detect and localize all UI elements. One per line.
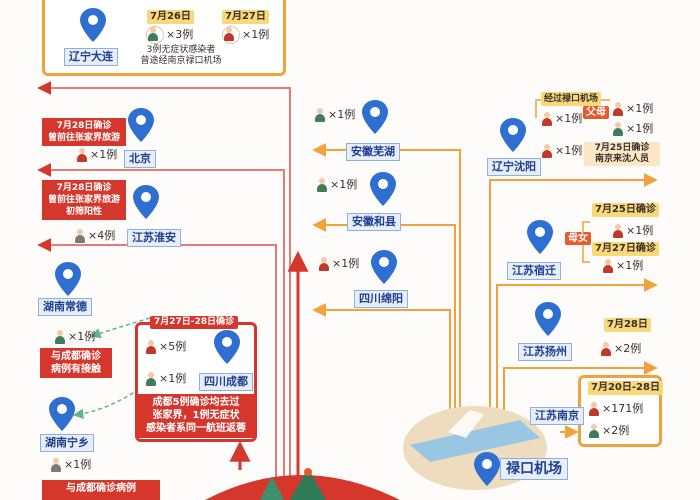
case-count: ×1例 bbox=[76, 148, 117, 162]
case-count: ×1例 bbox=[318, 257, 359, 271]
person-icon bbox=[602, 259, 614, 273]
date-badge: 7月25日确诊 bbox=[592, 203, 659, 217]
case-count: ×1例 bbox=[54, 330, 95, 344]
city-label-nanjing: 江苏南京 bbox=[530, 407, 584, 425]
map-pin-icon bbox=[535, 302, 561, 336]
chengdu-date-header: 7月27日-28日确诊 bbox=[150, 316, 239, 329]
case-count: ×171例 bbox=[588, 402, 643, 416]
case-count: ×1例 bbox=[541, 144, 582, 158]
map-pin-icon bbox=[128, 108, 154, 142]
person-icon bbox=[612, 122, 624, 136]
person-icon bbox=[600, 342, 612, 356]
map-pin-icon bbox=[371, 250, 397, 284]
case-count: ×1例 bbox=[145, 372, 186, 386]
map-pin-icon bbox=[527, 220, 553, 254]
case-count: ×1例 bbox=[50, 458, 91, 472]
person-icon bbox=[588, 402, 600, 416]
map-pin-icon bbox=[214, 330, 240, 364]
city-label-mianyang: 四川绵阳 bbox=[354, 290, 408, 308]
person-icon bbox=[318, 257, 330, 271]
case-count: ×1例 bbox=[541, 112, 582, 126]
person-icon bbox=[612, 102, 624, 116]
person-icon bbox=[54, 330, 66, 344]
case-count: ×1例 bbox=[222, 26, 269, 44]
date-badge: 7月27日确诊 bbox=[592, 242, 659, 256]
person-icon bbox=[314, 108, 326, 122]
shenyang-note: 7月25日确诊南京来沈人员 bbox=[584, 142, 660, 166]
shenyang-header: 经过禄口机场 bbox=[541, 92, 602, 106]
person-icon bbox=[50, 458, 62, 472]
map-pin-icon bbox=[474, 452, 500, 486]
map-pin-icon bbox=[55, 262, 81, 296]
case-count: ×4例 bbox=[74, 229, 115, 243]
relation-tag: 父母 bbox=[583, 106, 609, 119]
city-label-shenyang: 辽宁沈阳 bbox=[487, 158, 541, 176]
city-label-yangzhou: 江苏扬州 bbox=[518, 343, 572, 361]
case-count: ×1例 bbox=[612, 224, 653, 238]
map-pin-icon bbox=[80, 8, 106, 42]
city-label-chengdu: 四川成都 bbox=[199, 373, 253, 391]
city-label-beijing: 北京 bbox=[124, 150, 156, 168]
case-count: ×1例 bbox=[612, 122, 653, 136]
case-count: ×1例 bbox=[316, 178, 357, 192]
person-icon bbox=[146, 26, 164, 44]
city-label-changde: 湖南常德 bbox=[38, 298, 92, 316]
date-badge: 7月20日-28日 bbox=[588, 381, 663, 395]
changde-note: 与成都确诊病例有接触 bbox=[40, 348, 112, 378]
city-label-wuhu: 安徽芜湖 bbox=[346, 143, 400, 161]
person-icon bbox=[316, 178, 328, 192]
date-badge: 7月28日 bbox=[604, 318, 651, 332]
person-icon bbox=[541, 112, 553, 126]
city-label-huaian: 江苏淮安 bbox=[127, 229, 181, 247]
scenery-illustration bbox=[260, 468, 326, 500]
city-label-hexian: 安徽和县 bbox=[347, 213, 401, 231]
beijing-note: 7月28日确诊曾前往张家界旅游 bbox=[42, 118, 126, 146]
map-pin-icon bbox=[500, 118, 526, 152]
person-icon bbox=[145, 372, 157, 386]
person-icon bbox=[588, 424, 600, 438]
date-badge: 7月27日 bbox=[222, 10, 269, 24]
case-count: ×3例 bbox=[146, 26, 193, 44]
map-pin-icon bbox=[362, 100, 388, 134]
case-count: ×2例 bbox=[588, 424, 629, 438]
dalian-note: 3例无症状感染者曾途经南京禄口机场 bbox=[140, 45, 222, 66]
date-badge: 7月26日 bbox=[147, 10, 194, 24]
map-pin-icon bbox=[133, 185, 159, 219]
map-pin-icon bbox=[370, 172, 396, 206]
case-count: ×5例 bbox=[145, 340, 186, 354]
case-count: ×1例 bbox=[602, 259, 643, 273]
person-icon bbox=[145, 340, 157, 354]
chengdu-note: 成都5例确诊均去过张家界，1例无症状感染者系同一航班返蓉 bbox=[138, 394, 254, 438]
person-icon bbox=[76, 148, 88, 162]
case-count: ×1例 bbox=[314, 108, 355, 122]
case-count: ×2例 bbox=[600, 342, 641, 356]
person-icon bbox=[222, 26, 240, 44]
person-icon bbox=[74, 229, 86, 243]
huaian-note: 7月28日确诊曾前往张家界旅游初筛阳性 bbox=[42, 180, 126, 220]
relation-tag: 母女 bbox=[565, 232, 591, 245]
city-label-airport: 禄口机场 bbox=[500, 458, 568, 480]
ningxiang-note: 与成都确诊病例 bbox=[42, 480, 160, 500]
city-label-dalian: 辽宁大连 bbox=[64, 48, 118, 66]
person-icon bbox=[541, 144, 553, 158]
map-pin-icon bbox=[49, 397, 75, 431]
case-count: ×1例 bbox=[612, 102, 653, 116]
city-label-ningxiang: 湖南宁乡 bbox=[40, 434, 94, 452]
person-icon bbox=[612, 224, 624, 238]
city-label-suqian: 江苏宿迁 bbox=[507, 262, 561, 280]
